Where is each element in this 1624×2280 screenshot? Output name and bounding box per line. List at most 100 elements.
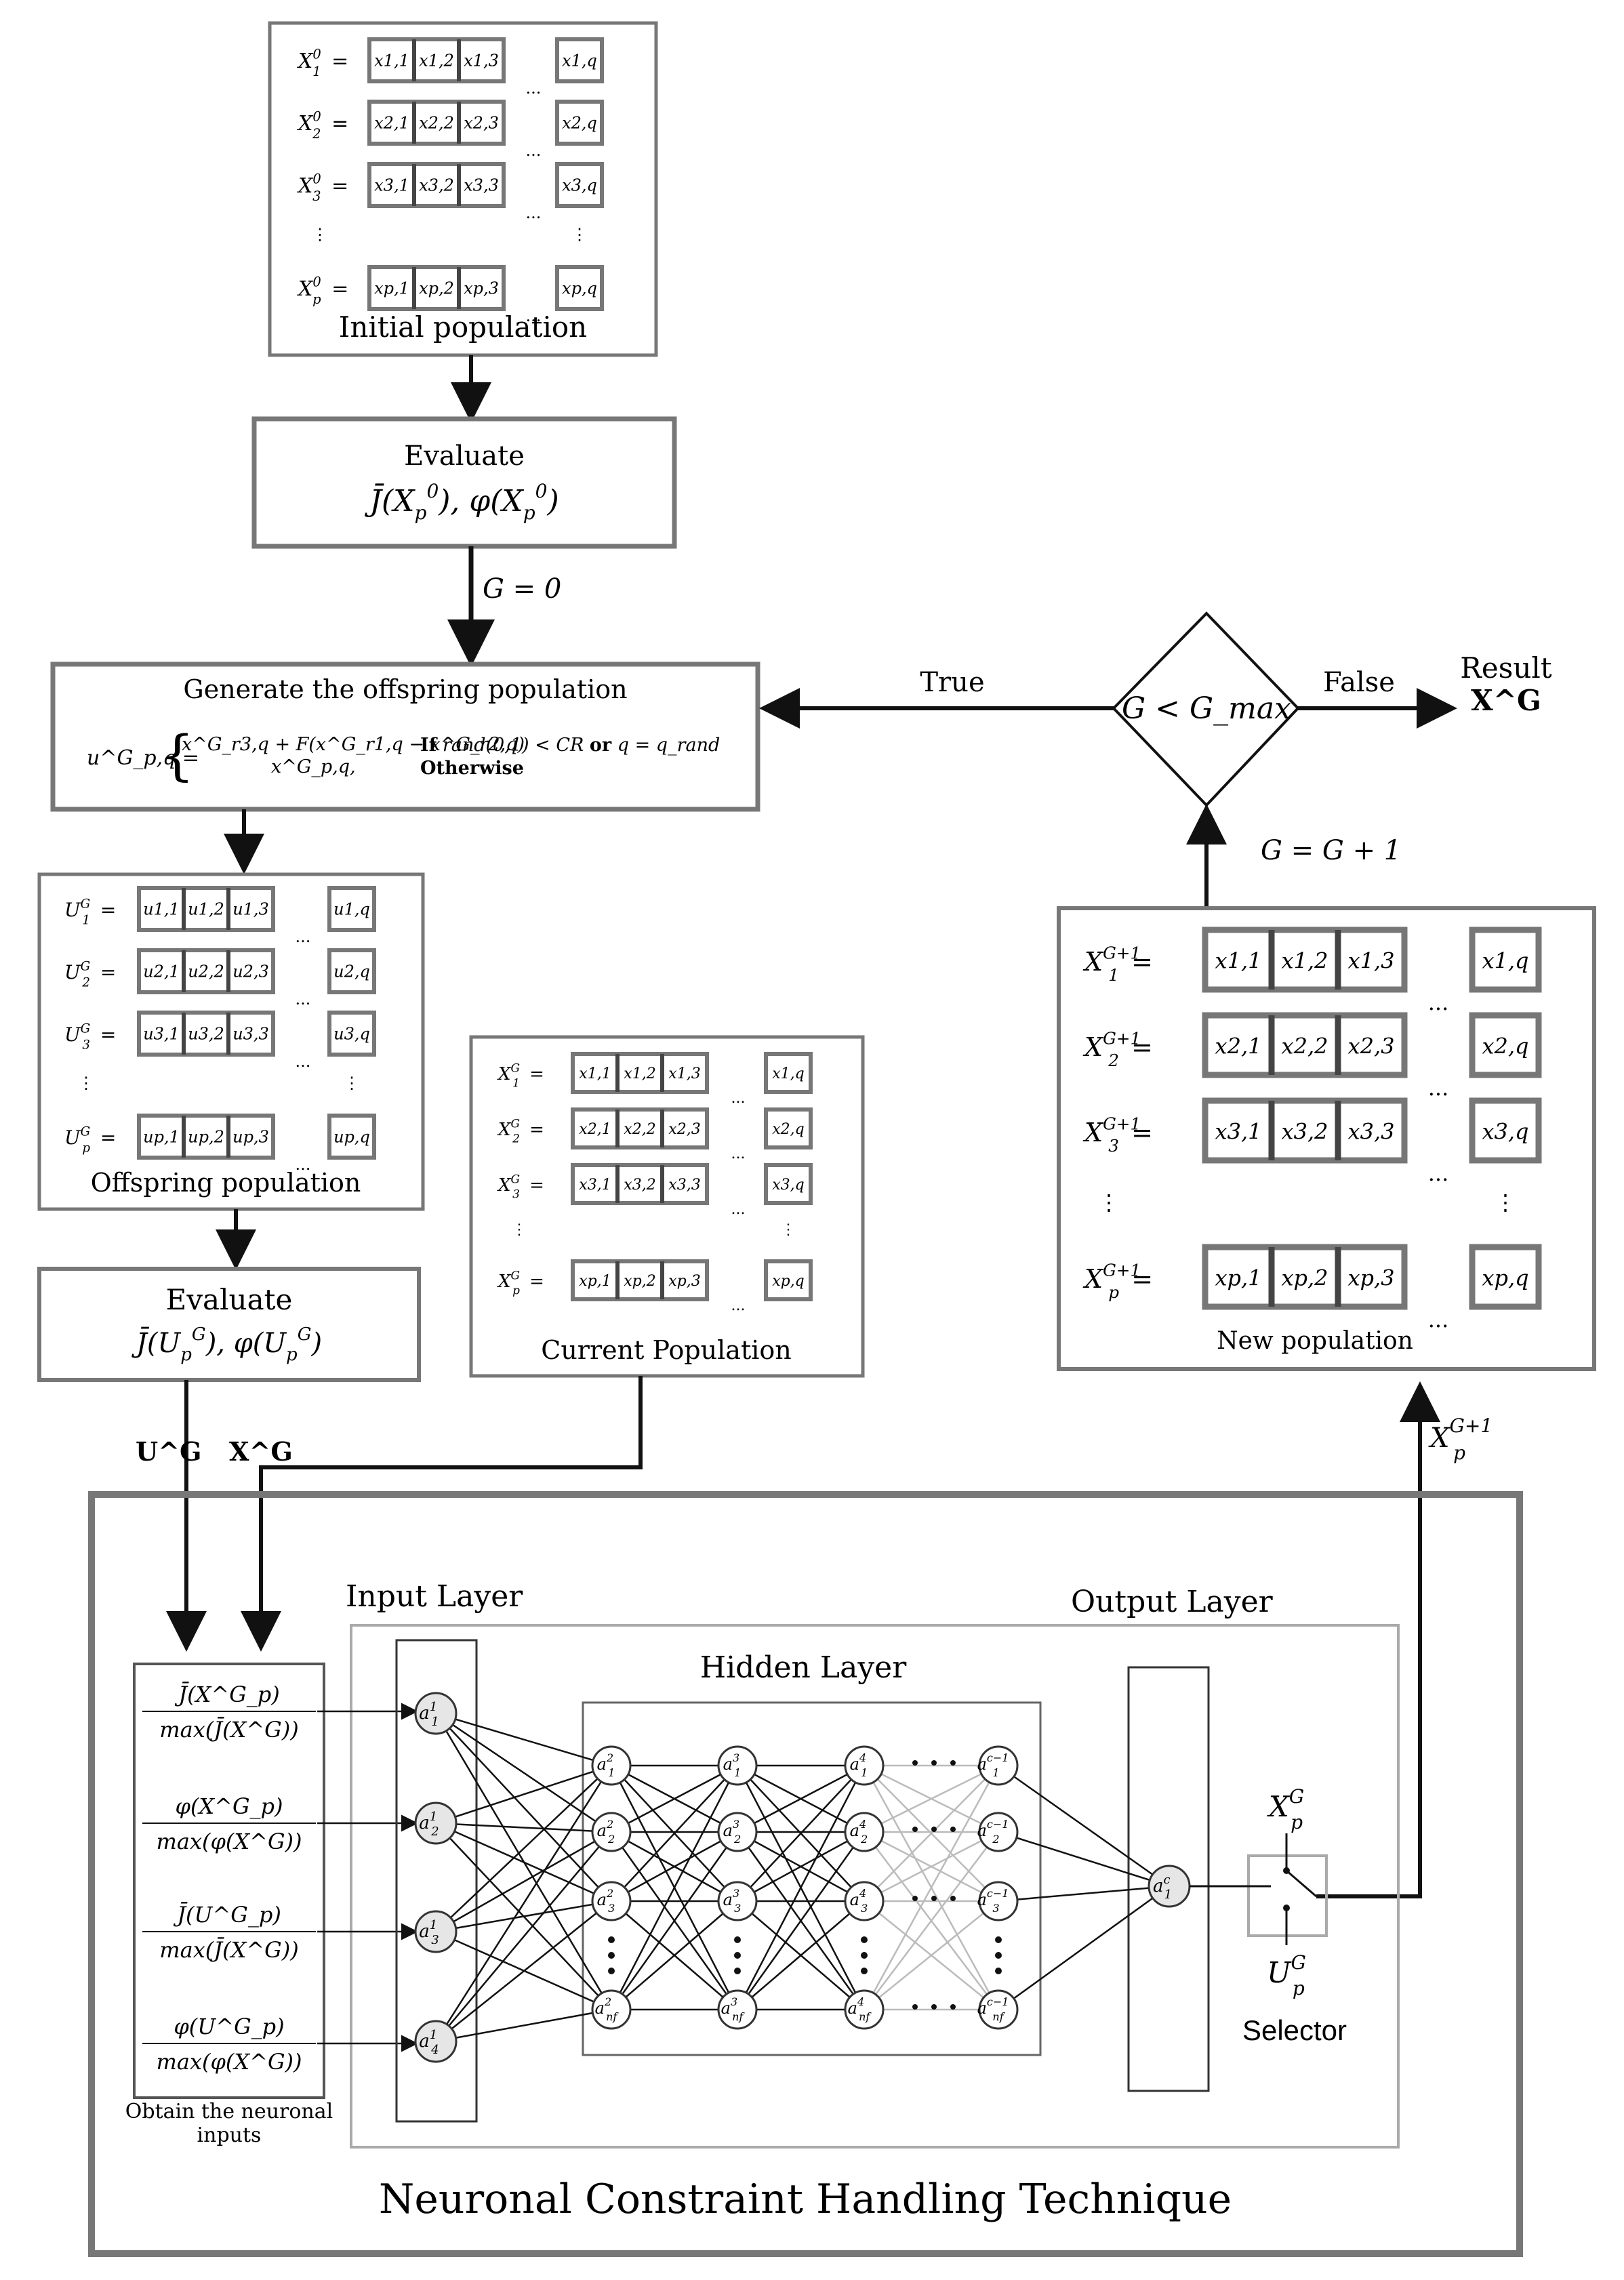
input-denominator: max(φ(X^G)): [157, 1829, 302, 1854]
input-numerator: J̄(X^G_p): [174, 1682, 279, 1707]
selector-label: Selector: [1242, 2014, 1347, 2046]
population-cell-last: u2,q: [333, 962, 370, 981]
ellipsis-dot: [734, 1936, 741, 1943]
population-cell: xp,1: [1215, 1265, 1261, 1290]
svg-text:a23: a23: [597, 1887, 615, 1915]
edge-label-xg: X^G: [229, 1436, 293, 1467]
input-layer-label: Input Layer: [346, 1579, 523, 1614]
hidden-layer-label: Hidden Layer: [700, 1650, 907, 1685]
ellipsis: ...: [1428, 990, 1449, 1015]
population-cell-last: up,q: [333, 1128, 370, 1147]
offspring-case1: x^G_r3,q + F(x^G_r1,q − x^G_r2,q): [182, 734, 525, 755]
ellipsis: ...: [731, 1145, 746, 1162]
ellipsis: ...: [296, 1052, 311, 1071]
population-cell: x2,2: [1282, 1033, 1328, 1059]
population-cell-last: x1,q: [562, 52, 597, 70]
svg-text:ac−1nf: ac−1nf: [977, 1995, 1009, 2023]
offspring-case2: x^G_p,q,: [271, 756, 356, 777]
ellipsis-dot: [608, 1936, 615, 1943]
vertical-ellipsis: ⋮: [781, 1221, 796, 1238]
vertical-ellipsis: ⋮: [1098, 1189, 1120, 1215]
ellipsis-dot: [931, 1827, 937, 1832]
output-layer-bar: [1127, 1666, 1210, 2092]
population-cell: x3,2: [1282, 1118, 1328, 1144]
population-cell: up,3: [232, 1128, 269, 1147]
svg-text:a33: a33: [723, 1887, 742, 1915]
population-cell: x2,1: [1215, 1033, 1262, 1059]
vertical-ellipsis: ⋮: [344, 1074, 360, 1093]
output-layer-label: Output Layer: [1071, 1585, 1274, 1619]
new-population-caption: New population: [1217, 1327, 1413, 1355]
population-cell: xp,3: [1347, 1265, 1394, 1290]
vertical-ellipsis: ⋮: [1495, 1189, 1516, 1215]
population-cell: x1,2: [624, 1065, 655, 1082]
ellipsis-dot: [734, 1952, 741, 1959]
ellipsis-dot: [912, 2004, 918, 2010]
g-zero-label: G = 0: [483, 573, 561, 605]
population-cell-last: xp,q: [562, 279, 597, 298]
ellipsis-dot: [950, 1760, 956, 1766]
population-cell: up,1: [143, 1128, 180, 1147]
population-cell-last: x3,q: [562, 176, 597, 195]
population-cell-last: xp,q: [1482, 1265, 1528, 1290]
generate-offspring-title: Generate the offspring population: [183, 674, 627, 704]
inputs-caption-line1: Obtain the neuronal: [125, 2100, 333, 2123]
population-cell: u1,2: [188, 900, 224, 919]
ellipsis: ...: [526, 203, 542, 222]
vertical-ellipsis: ⋮: [571, 225, 588, 244]
vertical-ellipsis: ⋮: [512, 1221, 527, 1238]
population-cell: u2,1: [143, 962, 180, 981]
ellipsis-dot: [912, 1760, 918, 1766]
edge-label-ug: U^G: [136, 1436, 201, 1467]
population-cell: x1,1: [1215, 948, 1262, 973]
ellipsis-dot: [861, 1968, 868, 1974]
g-increment-label: G = G + 1: [1261, 835, 1401, 866]
population-cell-last: u3,q: [333, 1025, 370, 1044]
population-cell: x2,2: [624, 1121, 655, 1138]
true-label: True: [920, 667, 984, 698]
input-numerator: φ(X^G_p): [175, 1793, 283, 1819]
svg-text:a43: a43: [850, 1887, 868, 1915]
svg-text:a12: a12: [419, 1810, 439, 1839]
offspring-cond2: Otherwise: [420, 758, 524, 779]
population-cell: x2,1: [579, 1121, 611, 1138]
population-cell: x3,3: [668, 1177, 700, 1194]
neuronal-input-4: φ(U^G_p)max(φ(X^G)): [142, 2014, 418, 2075]
svg-text:a41: a41: [850, 1751, 868, 1779]
decision-text: G < G_max: [1122, 691, 1291, 726]
population-cell: xp,1: [374, 279, 409, 298]
ellipsis-dot: [861, 1952, 868, 1959]
ellipsis-dot: [931, 1896, 937, 1901]
population-cell-last: x2,q: [562, 114, 597, 133]
ellipsis-dot: [950, 1896, 956, 1901]
population-cell: u3,2: [188, 1025, 224, 1044]
population-cell: x3,3: [1348, 1118, 1395, 1144]
population-cell: x3,1: [374, 176, 409, 195]
